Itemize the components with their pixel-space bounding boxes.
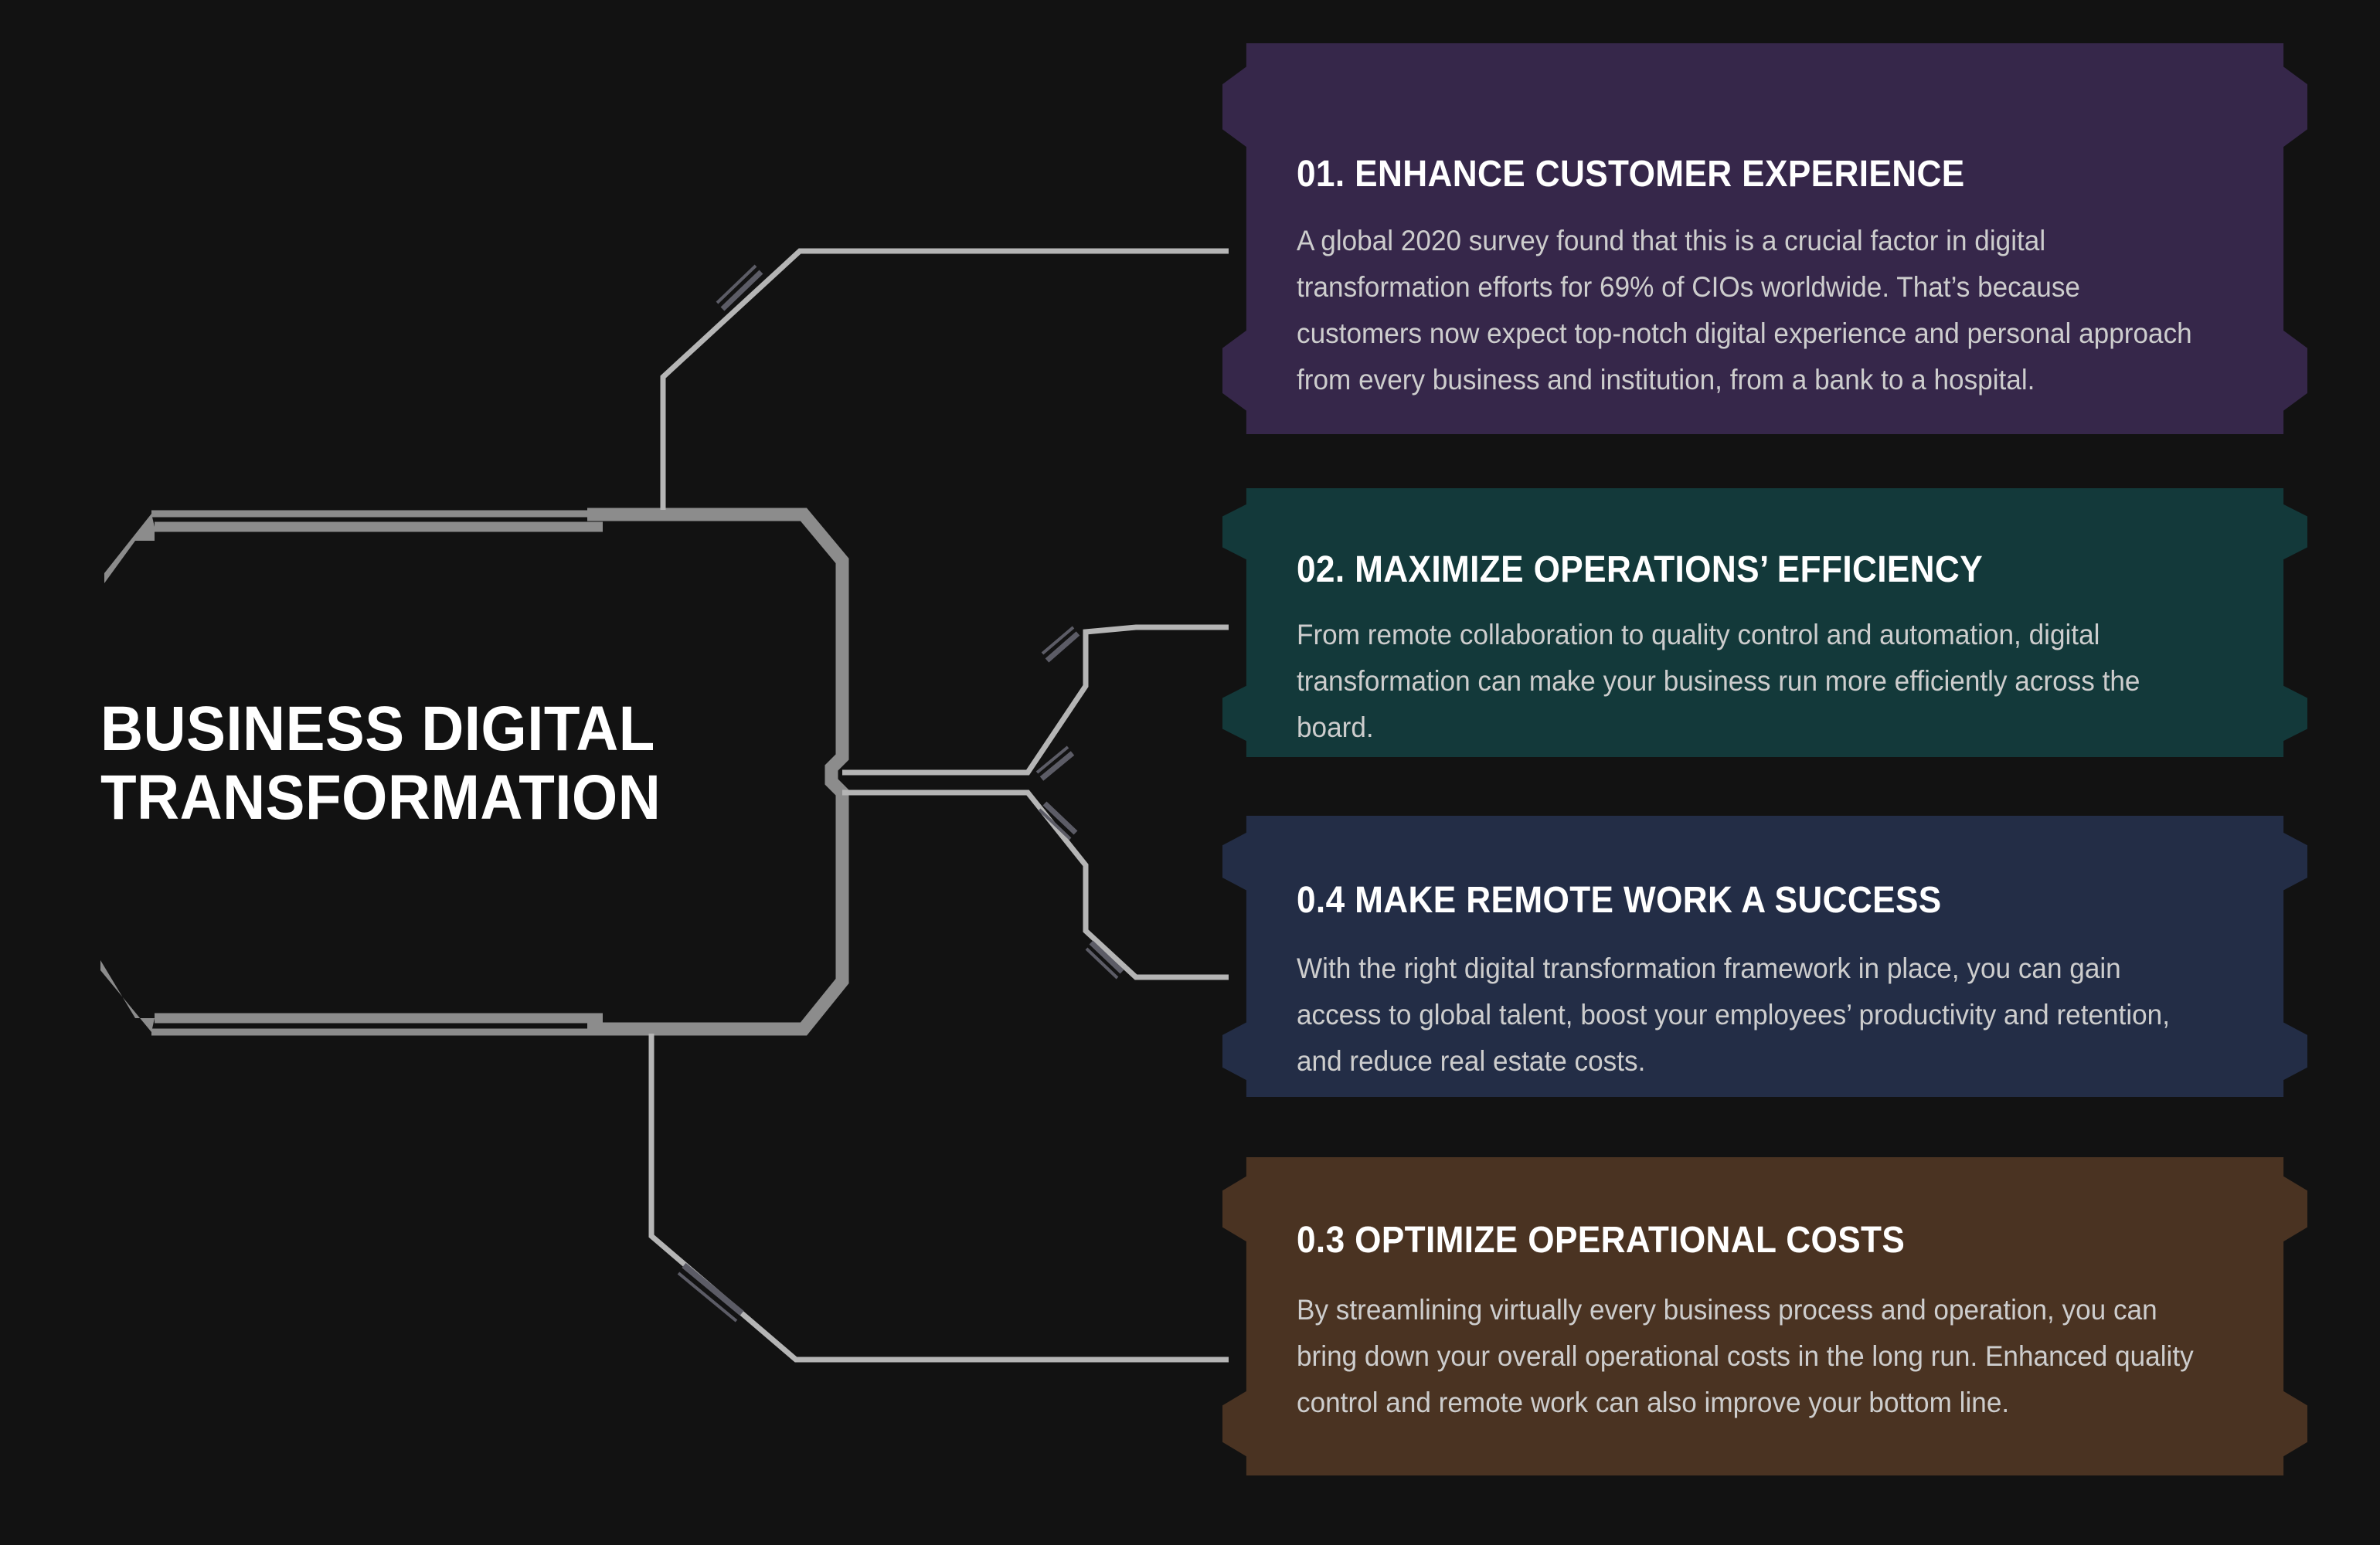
card-title: 02. MAXIMIZE OPERATIONS’ EFFICIENCY (1297, 549, 1984, 590)
card-body-text: By streamlining virtually every business… (1297, 1294, 2194, 1418)
hub-accent-bottom-left (100, 960, 603, 1036)
card-body-text: A global 2020 survey found that this is … (1297, 225, 2192, 396)
card-content: 0.3 OPTIMIZE OPERATIONAL COSTS By stream… (1297, 1157, 2241, 1475)
card-optimize-operational-costs[interactable]: 0.3 OPTIMIZE OPERATIONAL COSTS By stream… (1222, 1157, 2307, 1475)
connector-to-card-4 (648, 1034, 1229, 1363)
card-background-shape (1222, 1157, 2307, 1475)
card-enhance-customer-experience[interactable]: 01. ENHANCE CUSTOMER EXPERIENCE A global… (1222, 43, 2307, 434)
card-content: 0.4 MAKE REMOTE WORK A SUCCESS With the … (1297, 816, 2241, 1097)
connector-to-card-2 (842, 624, 1229, 781)
page-title: BUSINESS DIGITAL TRANSFORMATION (100, 694, 661, 833)
card-make-remote-work-a-success[interactable]: 0.4 MAKE REMOTE WORK A SUCCESS With the … (1222, 816, 2307, 1097)
card-title: 0.3 OPTIMIZE OPERATIONAL COSTS (1297, 1220, 1906, 1261)
connector-to-card-1 (660, 248, 1229, 510)
card-background-shape (1222, 816, 2307, 1097)
hub-title-block: BUSINESS DIGITAL TRANSFORMATION (93, 510, 858, 1051)
connector-to-card-3 (842, 789, 1229, 980)
card-maximize-operations-efficiency[interactable]: 02. MAXIMIZE OPERATIONS’ EFFICIENCY From… (1222, 488, 2307, 757)
card-background-shape (1222, 43, 2307, 434)
card-title: 0.4 MAKE REMOTE WORK A SUCCESS (1297, 880, 1942, 921)
hub-accent-top-left (104, 510, 603, 583)
card-body-text: From remote collaboration to quality con… (1297, 619, 2140, 743)
card-content: 02. MAXIMIZE OPERATIONS’ EFFICIENCY From… (1297, 488, 2241, 757)
hub-frame (587, 508, 849, 1036)
card-background-shape (1222, 488, 2307, 757)
card-title: 01. ENHANCE CUSTOMER EXPERIENCE (1297, 154, 1965, 195)
card-content: 01. ENHANCE CUSTOMER EXPERIENCE A global… (1297, 43, 2241, 434)
card-body-text: With the right digital transformation fr… (1297, 952, 2171, 1077)
